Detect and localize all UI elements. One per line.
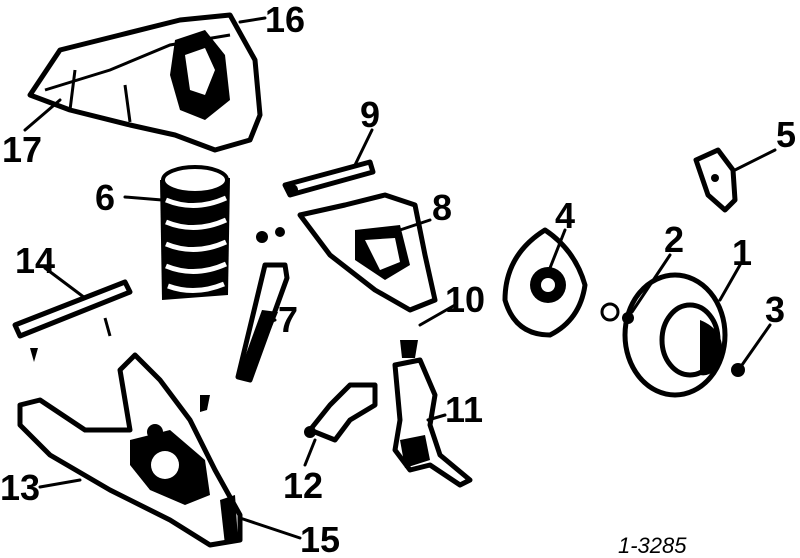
part-small-bracket: [693, 147, 738, 213]
part-shock-absorber: [235, 262, 290, 383]
part-stabilizer-link: [304, 382, 378, 443]
leader-lines: [23, 16, 777, 540]
part-lower-control-arm: [17, 352, 243, 548]
callout-13: 13: [0, 467, 40, 508]
part-ball-joint: [400, 340, 418, 358]
callout-15: 15: [300, 519, 340, 558]
drawing-code: 1-3285: [618, 533, 687, 558]
part-link-rod: [282, 159, 376, 198]
part-upper-control-arm: [256, 192, 438, 313]
callout-14: 14: [15, 240, 55, 281]
callout-1: 1: [732, 232, 752, 273]
callout-17: 17: [2, 129, 42, 170]
part-brake-rotor-hub: [600, 272, 745, 398]
callout-2: 2: [664, 219, 684, 260]
part-coil-spring: [160, 165, 230, 300]
callout-3: 3: [765, 289, 785, 330]
callout-4: 4: [555, 195, 575, 236]
callout-9: 9: [360, 94, 380, 135]
callout-10: 10: [445, 279, 485, 320]
part-dust-shield: [502, 227, 588, 338]
part-upper-bracket: [27, 12, 263, 153]
part-steering-knuckle: [392, 357, 473, 488]
callout-16: 16: [265, 0, 305, 40]
callout-12: 12: [283, 465, 323, 506]
callout-11: 11: [445, 389, 483, 430]
callout-5: 5: [776, 114, 796, 155]
callout-6: 6: [95, 177, 115, 218]
callout-8: 8: [432, 187, 452, 228]
part-bar: [12, 279, 133, 362]
callout-7: 7: [278, 299, 298, 340]
